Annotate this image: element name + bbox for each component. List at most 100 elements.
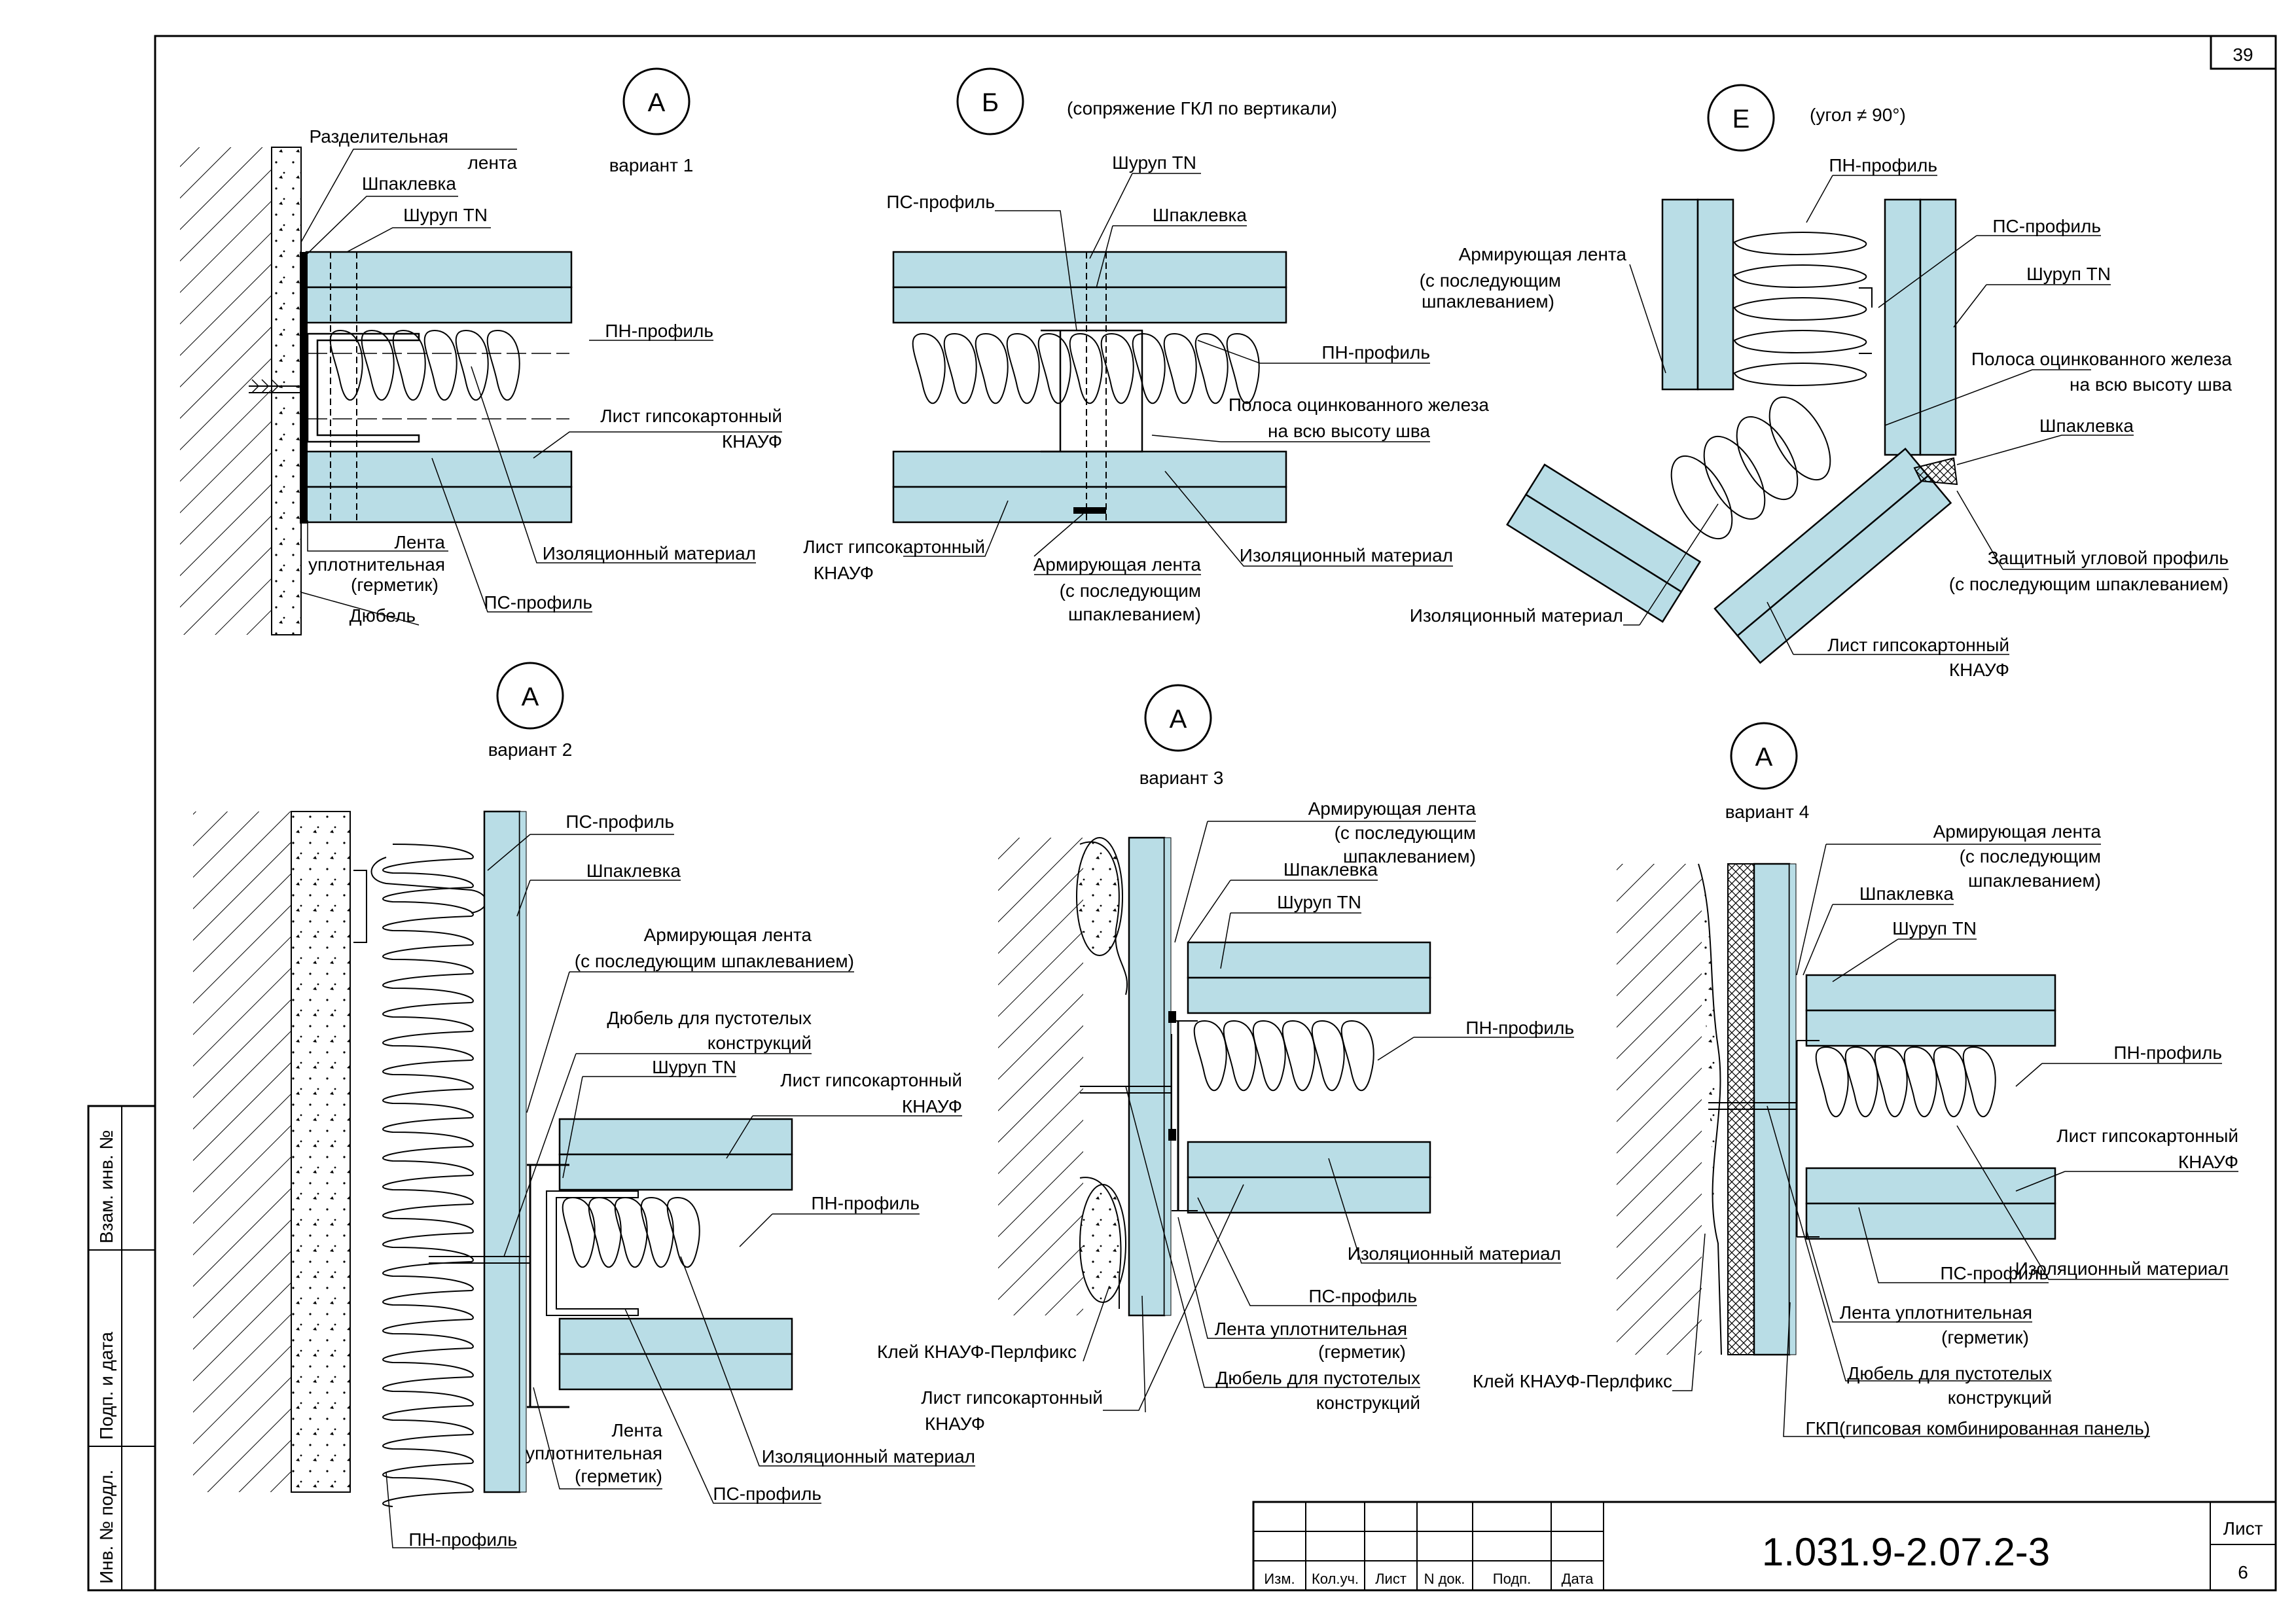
- b-label-insul: Изоляционный материал: [1240, 545, 1453, 565]
- a2-label-pn-bottom: ПН-профиль: [408, 1529, 517, 1550]
- tb-col-podp: Подп.: [1493, 1571, 1531, 1587]
- b-board-bottom-1: [892, 450, 1287, 488]
- a1-label-board-1: Лист гипсокартонный: [600, 406, 782, 426]
- a3-board-vertical: [1128, 836, 1166, 1317]
- e-label-board-1: Лист гипсокартонный: [1827, 635, 2009, 655]
- a2-label-ps: ПС-профиль: [565, 812, 674, 832]
- view-a-variant-2: А вариант 2: [193, 662, 793, 1493]
- a3-label-glue: Клей КНАУФ-Перлфикс: [877, 1342, 1077, 1362]
- sheet-number-box: [2210, 35, 2277, 70]
- tb-sheet-label: Лист: [2223, 1518, 2263, 1539]
- view-b-marker: [956, 67, 1024, 135]
- tb-col-izm: Изм.: [1264, 1571, 1295, 1587]
- e-board-angled-right: [1713, 447, 1952, 664]
- a1-board-bottom-1: [305, 450, 573, 488]
- view-a2-marker: [496, 662, 564, 730]
- a3-label-putty: Шпаклевка: [1283, 859, 1378, 880]
- a1-masonry-wall: [180, 147, 272, 635]
- e-board-left-2: [1696, 198, 1734, 391]
- e-label-board-2: КНАУФ: [1949, 660, 2009, 680]
- b-label-board-2: КНАУФ: [814, 563, 874, 583]
- a4-label-pn: ПН-профиль: [2113, 1043, 2222, 1063]
- a4-label-screw: Шуруп TN: [1892, 918, 1977, 938]
- a4-label-tape-1: Армирующая лента: [1933, 821, 2102, 842]
- a2-label-ps-bottom: ПС-профиль: [713, 1484, 821, 1504]
- a1-label-sep-tape-2: лента: [468, 152, 518, 173]
- b-label-screw: Шуруп TN: [1112, 152, 1196, 173]
- e-label-corner-1: Защитный угловой профиль: [1988, 548, 2229, 568]
- a1-label-sep-tape-1: Разделительная: [310, 126, 448, 147]
- a2-tall-insulation: [382, 844, 474, 1507]
- b-label-tape-2: (с последующим: [1060, 580, 1201, 601]
- e-label-corner-2: (с последующим шпаклеванием): [1949, 574, 2229, 594]
- a4-label-insul: Изоляционный материал: [2015, 1258, 2229, 1279]
- a3-label-seal-2: (герметик): [1318, 1342, 1406, 1362]
- a3-label-insul: Изоляционный материал: [1348, 1243, 1561, 1264]
- a1-label-board-2: КНАУФ: [722, 431, 782, 452]
- a2-label-putty: Шпаклевка: [586, 861, 681, 881]
- a3-label-board-1: Лист гипсокартонный: [921, 1387, 1103, 1408]
- view-e: Е (угол ≠ 90°): [1506, 84, 1958, 664]
- view-a2-subtitle: вариант 2: [488, 740, 573, 760]
- a3-board-bottom-2: [1187, 1176, 1431, 1214]
- b-board-bottom-2: [892, 486, 1287, 524]
- a4-label-dowel-2: конструкций: [1948, 1387, 2052, 1408]
- a2-label-screw: Шуруп TN: [652, 1057, 736, 1077]
- a2-label-board-1: Лист гипсокартонный: [780, 1070, 962, 1090]
- a3-glue-blob-bottom: [1079, 1184, 1126, 1303]
- a4-label-board-1: Лист гипсокартонный: [2056, 1126, 2238, 1146]
- a1-label-putty: Шпаклевка: [362, 173, 457, 194]
- tb-col-ndok: N док.: [1424, 1571, 1465, 1587]
- view-a3-marker: [1144, 684, 1212, 752]
- side-stamp: Взам. инв. № Подп. и дата Инв. № подл.: [87, 1105, 156, 1592]
- a2-insulation-small: [562, 1197, 700, 1268]
- a3-label-tape-2: (с последующим: [1335, 823, 1476, 843]
- b-label-strip-1: Полоса оцинкованного железа: [1229, 395, 1490, 415]
- a2-board-top-1: [558, 1118, 793, 1156]
- a3-label-ps: ПС-профиль: [1308, 1286, 1417, 1306]
- b-board-top-1: [892, 251, 1287, 289]
- e-label-tape-3: шпаклеванием): [1422, 291, 1554, 312]
- a1-label-ps: ПС-профиль: [484, 592, 592, 613]
- a4-label-seal-1: Лента уплотнительная: [1840, 1302, 2032, 1323]
- view-a-variant-3: А вариант 3: [998, 684, 1431, 1317]
- stamp-replaced-inv: Взам. инв. №: [96, 1130, 117, 1243]
- a4-label-tape-2: (с последующим: [1960, 846, 2101, 866]
- e-corner-profile: [1913, 457, 1958, 486]
- view-a4-letter: А: [1755, 743, 1773, 772]
- a2-insulation: [370, 857, 487, 914]
- a1-board-top-2: [305, 286, 573, 324]
- a4-board-bottom-2: [1805, 1202, 2056, 1240]
- a1-seal-tape: [300, 252, 308, 524]
- e-label-strip-2: на всю высоту шва: [2070, 374, 2232, 395]
- a2-label-tape-1: Армирующая лента: [644, 925, 812, 945]
- view-a1-marker: [622, 67, 691, 135]
- a2-label-seal-2: уплотнительная: [526, 1443, 662, 1463]
- a3-board-top-2: [1187, 976, 1431, 1014]
- b-label-strip-2: на всю высоту шва: [1268, 421, 1430, 441]
- e-board-angled-left: [1506, 463, 1702, 623]
- a3-label-tape-3: шпаклеванием): [1343, 846, 1476, 866]
- e-board-right-1: [1884, 198, 1922, 456]
- a4-label-tape-3: шпаклеванием): [1968, 870, 2101, 891]
- a3-glue-blob-top: [1076, 837, 1123, 956]
- a2-label-board-2: КНАУФ: [902, 1096, 962, 1116]
- e-label-strip-1: Полоса оцинкованного железа: [1971, 349, 2233, 369]
- a2-board-bottom-1: [558, 1317, 793, 1355]
- a4-label-gkp: ГКП(гипсовая комбинированная панель): [1805, 1418, 2150, 1438]
- b-board-top-2: [892, 286, 1287, 324]
- b-label-ps: ПС-профиль: [886, 192, 995, 212]
- view-b-letter: Б: [982, 88, 999, 117]
- view-a3-subtitle: вариант 3: [1139, 768, 1224, 788]
- a3-label-dowel-1: Дюбель для пустотелых: [1215, 1368, 1420, 1388]
- e-label-putty: Шпаклевка: [2039, 416, 2134, 436]
- a3-board-top-1: [1187, 941, 1431, 979]
- tb-col-koluch: Кол.уч.: [1312, 1571, 1359, 1587]
- a2-masonry-wall: [193, 812, 291, 1492]
- sheet-number-top: 39: [2233, 45, 2253, 65]
- tb-col-data: Дата: [1562, 1571, 1594, 1587]
- view-a-variant-4: А вариант 4: [1617, 722, 2056, 1356]
- e-label-ps: ПС-профиль: [1992, 216, 2101, 236]
- a3-label-seal-1: Лента уплотнительная: [1215, 1319, 1407, 1339]
